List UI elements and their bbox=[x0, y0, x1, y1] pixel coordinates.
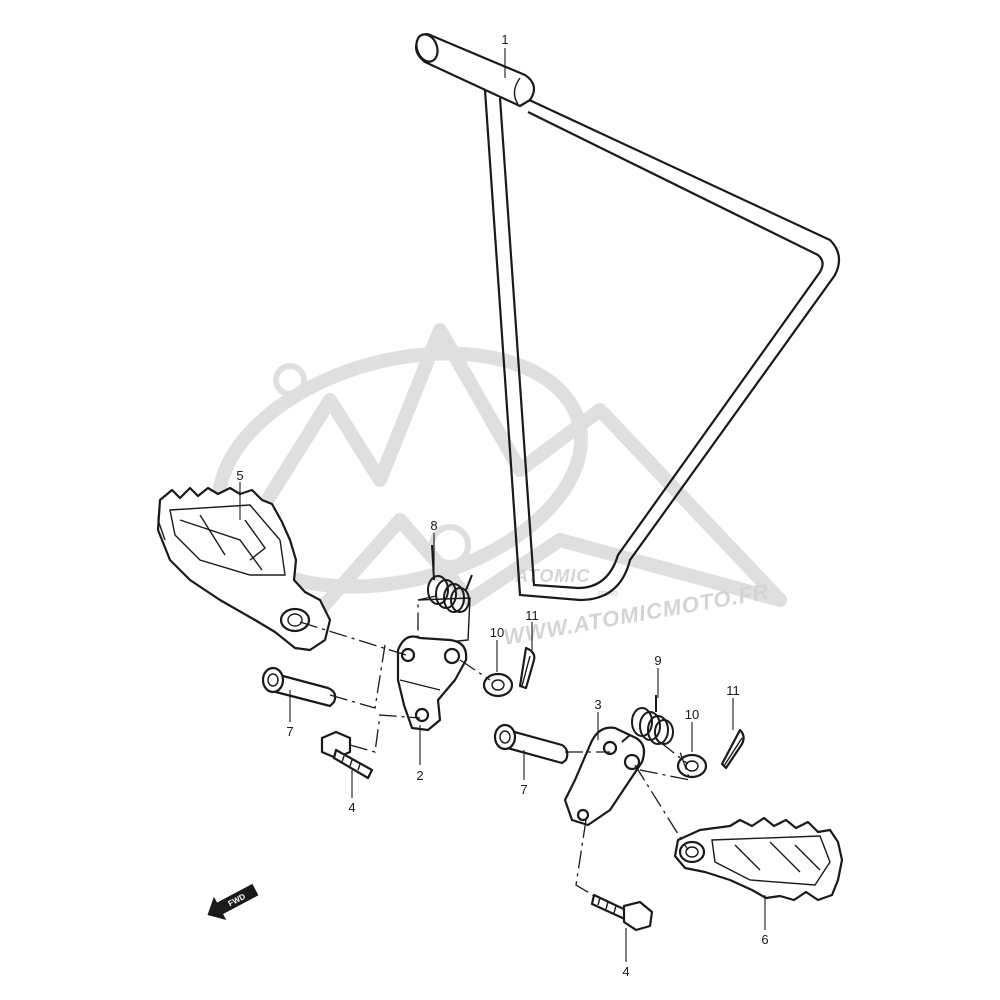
callout-7-right: 7 bbox=[520, 782, 527, 797]
callout-8: 8 bbox=[430, 518, 437, 533]
part-4-bolt-right bbox=[590, 893, 654, 932]
part-9-spring-right bbox=[621, 695, 674, 745]
part-10-washer-right bbox=[676, 753, 708, 779]
callout-5: 5 bbox=[236, 468, 243, 483]
callout-3: 3 bbox=[594, 697, 601, 712]
callout-4-left: 4 bbox=[348, 800, 355, 815]
assembly-lines bbox=[299, 595, 691, 898]
watermark-url: WWW.ATOMICMOTO.FR bbox=[502, 578, 772, 649]
callout-11-right: 11 bbox=[726, 683, 740, 698]
callout-7-left: 7 bbox=[286, 724, 293, 739]
callout-6: 6 bbox=[761, 932, 768, 947]
part-6-footpeg-right bbox=[673, 816, 844, 902]
part-11-cotter-pin-left bbox=[518, 646, 536, 690]
part-3-bracket-right bbox=[563, 726, 646, 827]
part-2-bracket-left bbox=[396, 635, 468, 732]
part-1-stand bbox=[415, 33, 841, 602]
callout-4-right: 4 bbox=[622, 964, 629, 979]
part-8-spring-left bbox=[417, 544, 473, 643]
watermark-brand: ATOMIC bbox=[514, 566, 590, 586]
callout-labels: 1 5 8 11 10 7 2 4 9 3 10 11 7 6 4 bbox=[236, 32, 768, 979]
callout-9: 9 bbox=[654, 653, 661, 668]
part-4-bolt-left bbox=[320, 730, 374, 780]
callout-1: 1 bbox=[501, 32, 508, 47]
part-10-washer-left bbox=[482, 672, 514, 698]
leader-lines bbox=[239, 48, 766, 962]
part-5-footpeg-left bbox=[156, 486, 332, 652]
part-7-pin-left bbox=[261, 666, 337, 708]
part-7-pin-right bbox=[493, 723, 569, 765]
callout-10-left: 10 bbox=[490, 625, 504, 640]
part-11-cotter-pin-right bbox=[720, 728, 745, 770]
fwd-arrow-icon: FWD bbox=[207, 883, 259, 920]
callout-2: 2 bbox=[416, 768, 423, 783]
callout-10-right: 10 bbox=[685, 707, 699, 722]
callout-11-left: 11 bbox=[525, 608, 539, 623]
